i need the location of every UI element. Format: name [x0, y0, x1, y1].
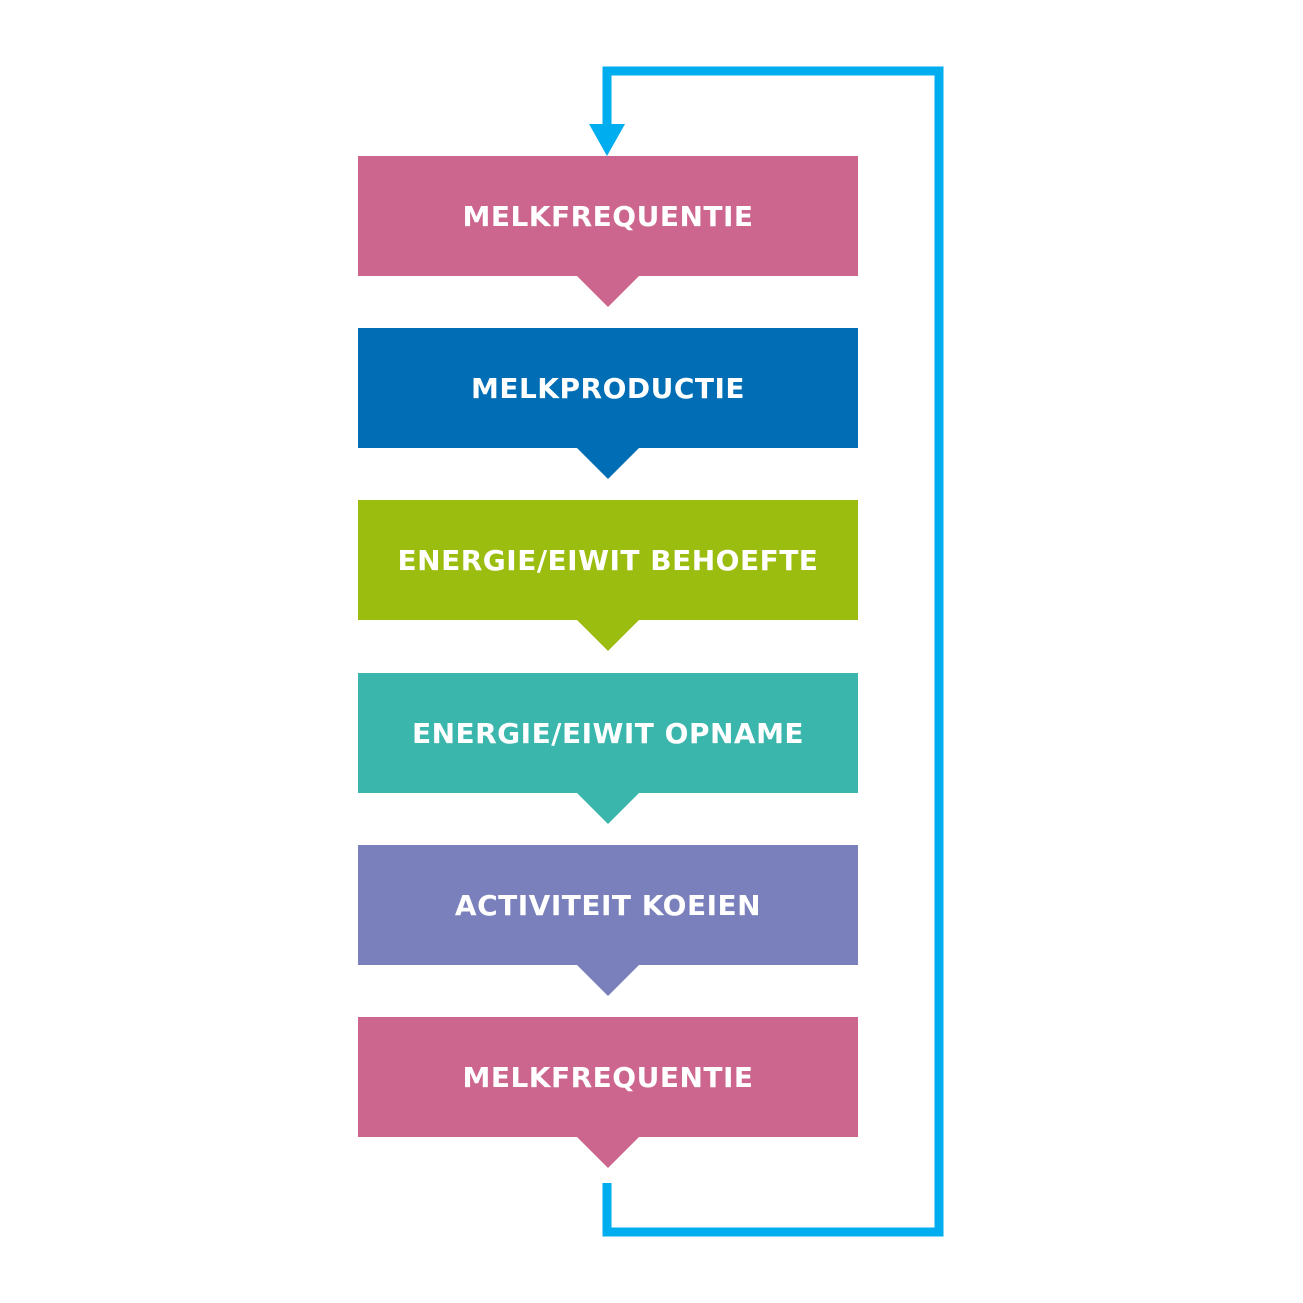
step-melkfrequentie-bottom: MELKFREQUENTIE	[358, 1017, 858, 1168]
down-pointer-icon	[576, 619, 640, 651]
step-label: ENERGIE/EIWIT BEHOEFTE	[397, 543, 819, 577]
step-energie-eiwit-behoefte: ENERGIE/EIWIT BEHOEFTE	[358, 500, 858, 651]
step-activiteit-koeien: ACTIVITEIT KOEIEN	[358, 845, 858, 996]
down-pointer-icon	[576, 1136, 640, 1168]
feedback-loop-line	[602, 66, 944, 1237]
step-energie-eiwit-opname: ENERGIE/EIWIT OPNAME	[358, 673, 858, 824]
down-pointer-icon	[576, 792, 640, 824]
step-label: MELKFREQUENTIE	[462, 1060, 754, 1094]
step-label: MELKPRODUCTIE	[470, 371, 746, 405]
step-label: ENERGIE/EIWIT OPNAME	[411, 716, 805, 750]
step-label: MELKFREQUENTIE	[462, 199, 754, 233]
down-pointer-icon	[576, 447, 640, 479]
step-melkfrequentie-top: MELKFREQUENTIE	[358, 156, 858, 307]
down-pointer-icon	[576, 275, 640, 307]
step-label: ACTIVITEIT KOEIEN	[454, 888, 762, 922]
step-melkproductie: MELKPRODUCTIE	[358, 328, 858, 479]
feedback-loop-arrowhead-icon	[589, 124, 625, 156]
down-pointer-icon	[576, 964, 640, 996]
